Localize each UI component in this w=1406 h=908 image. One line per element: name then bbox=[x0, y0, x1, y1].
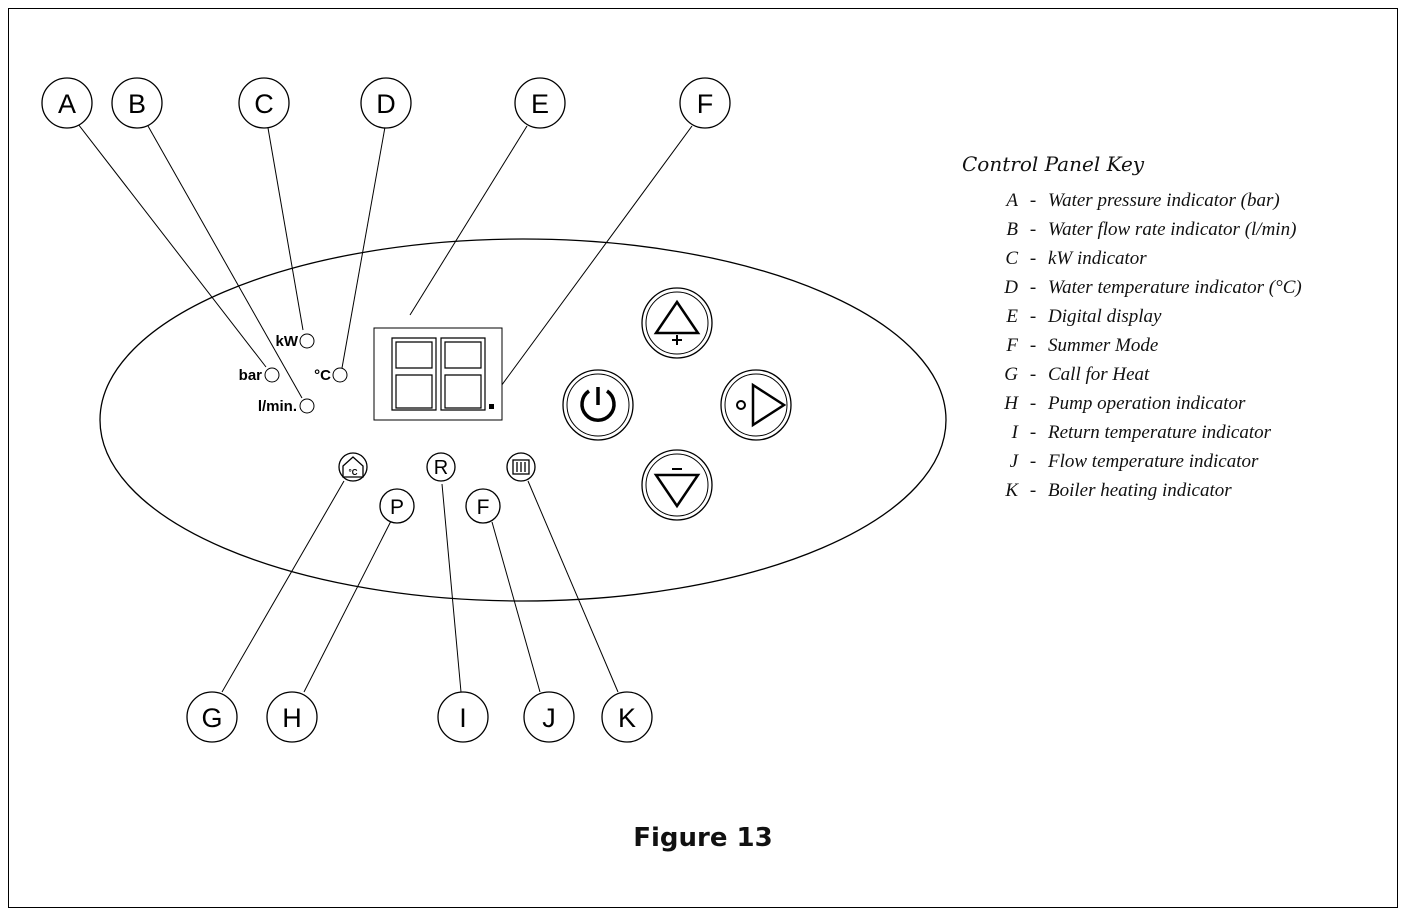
key-text: Water pressure indicator (bar) bbox=[1048, 190, 1280, 211]
power-icon bbox=[580, 387, 616, 422]
callout-K: K bbox=[601, 691, 653, 743]
callout-F: F bbox=[679, 77, 731, 129]
return-temp-indicator: R bbox=[426, 452, 456, 482]
pump-letter: P bbox=[390, 496, 404, 519]
key-item: C-kW indicator bbox=[1000, 244, 1302, 273]
key-letter: F bbox=[1006, 335, 1018, 356]
callout-D-label: D bbox=[376, 89, 396, 119]
kw-indicator: kW bbox=[276, 333, 315, 350]
down-minus-icon bbox=[653, 468, 701, 509]
display-digit-2 bbox=[440, 337, 486, 411]
decrease-button[interactable] bbox=[641, 449, 713, 521]
figure-caption: Figure 13 bbox=[633, 823, 773, 853]
degc-label: °C bbox=[314, 367, 331, 384]
kw-label: kW bbox=[276, 333, 299, 350]
flow-rate-indicator: l/min. bbox=[258, 398, 315, 415]
key-item: E-Digital display bbox=[1000, 302, 1302, 331]
temperature-indicator: °C bbox=[314, 367, 348, 384]
key-item: B-Water flow rate indicator (l/min) bbox=[1000, 215, 1302, 244]
summer-mode-dot bbox=[489, 404, 494, 409]
key-item: F-Summer Mode bbox=[1000, 331, 1302, 360]
callout-B-label: B bbox=[128, 89, 146, 119]
callout-A: A bbox=[41, 77, 93, 129]
lmin-label: l/min. bbox=[258, 398, 297, 415]
boiler-heating-indicator bbox=[506, 452, 536, 482]
callout-K-label: K bbox=[618, 703, 636, 733]
key-item: A-Water pressure indicator (bar) bbox=[1000, 186, 1302, 215]
key-letter: C bbox=[1005, 248, 1018, 269]
key-letter: D bbox=[1004, 277, 1018, 298]
callout-A-label: A bbox=[58, 89, 76, 119]
callout-H: H bbox=[266, 691, 318, 743]
leader-lines bbox=[77, 123, 693, 693]
key-list: A-Water pressure indicator (bar) B-Water… bbox=[1000, 186, 1302, 505]
key-letter: B bbox=[1006, 219, 1018, 240]
bar-label: bar bbox=[239, 367, 263, 384]
house-temperature-icon: °C bbox=[342, 456, 364, 478]
call-for-heat-indicator: °C bbox=[338, 452, 368, 482]
key-text: Boiler heating indicator bbox=[1048, 480, 1232, 501]
display-digit-1 bbox=[391, 337, 437, 411]
key-text: kW indicator bbox=[1048, 248, 1147, 269]
callout-I: I bbox=[437, 691, 489, 743]
key-item: D-Water temperature indicator (°C) bbox=[1000, 273, 1302, 302]
mode-play-icon bbox=[736, 382, 787, 428]
callout-H-label: H bbox=[282, 703, 302, 733]
key-item: H-Pump operation indicator bbox=[1000, 389, 1302, 418]
key-text: Water flow rate indicator (l/min) bbox=[1048, 219, 1297, 240]
key-text: Water temperature indicator (°C) bbox=[1048, 277, 1302, 298]
callout-D: D bbox=[360, 77, 412, 129]
key-item: K-Boiler heating indicator bbox=[1000, 476, 1302, 505]
key-letter: E bbox=[1006, 306, 1018, 327]
key-text: Call for Heat bbox=[1048, 364, 1150, 385]
display-value: 88 bbox=[0, 0, 2, 1]
callout-I-label: I bbox=[459, 703, 467, 733]
bar-indicator: bar bbox=[239, 367, 280, 384]
digital-display: 88 bbox=[0, 0, 503, 421]
pump-indicator: P bbox=[379, 488, 415, 524]
up-plus-icon bbox=[653, 299, 701, 345]
return-temp-letter: R bbox=[434, 457, 448, 479]
callout-E: E bbox=[514, 77, 566, 129]
key-item: I-Return temperature indicator bbox=[1000, 418, 1302, 447]
key-letter: G bbox=[1004, 364, 1018, 385]
key-item: G-Call for Heat bbox=[1000, 360, 1302, 389]
callout-J: J bbox=[523, 691, 575, 743]
callout-F-label: F bbox=[697, 89, 714, 119]
callout-E-label: E bbox=[531, 89, 549, 119]
key-letter: J bbox=[1009, 451, 1018, 472]
key-text: Flow temperature indicator bbox=[1048, 451, 1259, 472]
key-item: J-Flow temperature indicator bbox=[1000, 447, 1302, 476]
mode-button[interactable] bbox=[720, 369, 792, 441]
key-text: Return temperature indicator bbox=[1048, 422, 1272, 443]
increase-button[interactable] bbox=[641, 287, 713, 359]
radiator-icon bbox=[512, 459, 530, 475]
key-letter: A bbox=[1006, 190, 1018, 211]
callout-J-label: J bbox=[542, 703, 556, 733]
callout-C-label: C bbox=[254, 89, 274, 119]
power-button[interactable] bbox=[562, 369, 634, 441]
flow-letter: F bbox=[477, 496, 490, 519]
svg-text:°C: °C bbox=[349, 468, 358, 477]
callout-G-label: G bbox=[201, 703, 222, 733]
key-letter: H bbox=[1004, 393, 1018, 414]
flow-temp-indicator: F bbox=[465, 488, 501, 524]
key-letter: I bbox=[1011, 422, 1018, 443]
callout-C: C bbox=[238, 77, 290, 129]
control-panel-outline bbox=[99, 238, 947, 602]
key-letter: K bbox=[1005, 480, 1018, 501]
callout-G: G bbox=[186, 691, 238, 743]
key-title: Control Panel Key bbox=[962, 152, 1145, 176]
key-text: Pump operation indicator bbox=[1048, 393, 1246, 414]
callout-B: B bbox=[111, 77, 163, 129]
key-text: Digital display bbox=[1048, 306, 1162, 327]
key-text: Summer Mode bbox=[1048, 335, 1159, 356]
